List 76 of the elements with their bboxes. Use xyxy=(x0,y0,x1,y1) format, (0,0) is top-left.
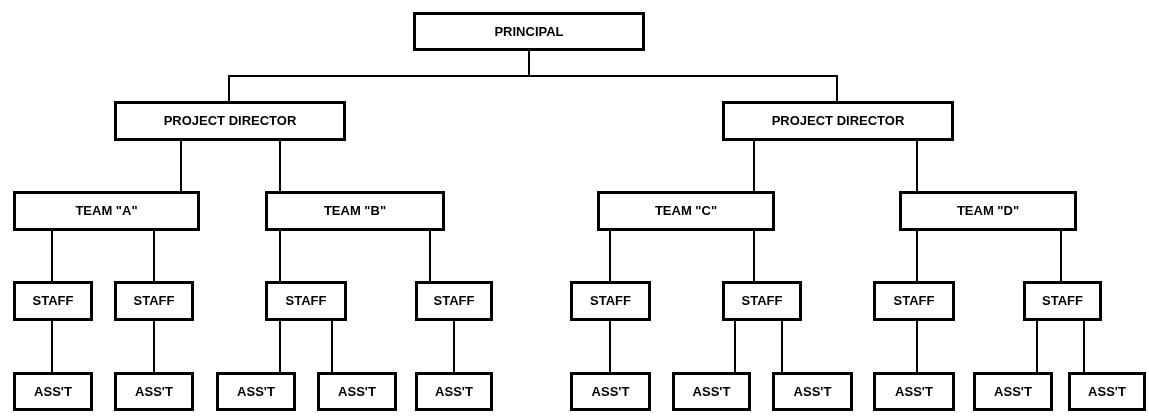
org-box xyxy=(672,372,751,411)
box-label: STAFF xyxy=(590,292,631,311)
connector-line xyxy=(279,320,281,373)
connector-line xyxy=(153,230,155,282)
box-label: STAFF xyxy=(32,292,74,311)
connector-line xyxy=(429,230,431,282)
org-box xyxy=(13,372,93,411)
box-label: ASS'T xyxy=(1088,382,1126,401)
box-label: ASS'T xyxy=(237,382,275,401)
connector-line xyxy=(916,320,918,373)
connector-line xyxy=(781,320,783,373)
connector-line xyxy=(51,230,53,282)
box-label: STAFF xyxy=(893,292,935,311)
connector-line xyxy=(279,140,281,192)
org-box xyxy=(265,191,445,231)
box-label: STAFF xyxy=(433,292,475,311)
connector-line xyxy=(453,320,455,373)
org-box xyxy=(415,372,493,411)
connector-line xyxy=(153,320,155,373)
box-label: ASS'T xyxy=(338,382,376,401)
box-label: TEAM "A" xyxy=(75,202,138,221)
connector-line xyxy=(51,320,53,373)
box-label: PROJECT DIRECTOR xyxy=(163,112,297,131)
box-label: STAFF xyxy=(1042,292,1083,311)
connector-line xyxy=(734,320,736,373)
org-box xyxy=(13,281,93,321)
box-label: STAFF xyxy=(285,292,327,311)
box-label: TEAM "D" xyxy=(956,202,1020,221)
org-box xyxy=(722,281,802,321)
box-label: ASS'T xyxy=(435,382,473,401)
box-label: ASS'T xyxy=(994,382,1032,401)
box-label: PRINCIPAL xyxy=(494,22,564,41)
connector-line xyxy=(1036,320,1038,373)
connector-line xyxy=(180,140,182,192)
box-label: ASS'T xyxy=(34,382,72,401)
connector-line xyxy=(916,230,918,282)
box-label: ASS'T xyxy=(793,382,832,401)
connector-line xyxy=(609,230,611,282)
org-box xyxy=(114,281,194,321)
box-label: STAFF xyxy=(133,292,175,311)
org-box xyxy=(265,281,347,321)
org-box xyxy=(873,372,955,411)
org-box xyxy=(1068,372,1146,411)
box-label: PROJECT DIRECTOR xyxy=(771,112,905,131)
org-box xyxy=(317,372,397,411)
org-box xyxy=(413,12,645,51)
org-box xyxy=(13,191,200,231)
org-box xyxy=(415,281,493,321)
org-box xyxy=(570,281,651,321)
connector-line xyxy=(279,230,281,282)
connector-line xyxy=(753,140,755,192)
box-label: ASS'T xyxy=(591,382,630,401)
org-box xyxy=(597,191,775,231)
connector-line xyxy=(916,140,918,192)
org-box xyxy=(772,372,853,411)
org-box xyxy=(216,372,296,411)
org-box xyxy=(114,101,346,141)
org-box xyxy=(114,372,194,411)
connector-line xyxy=(1060,230,1062,282)
org-box xyxy=(722,101,954,141)
connector-line xyxy=(1083,320,1085,373)
connector-line xyxy=(753,230,755,282)
box-label: ASS'T xyxy=(895,382,933,401)
box-label: ASS'T xyxy=(135,382,173,401)
connector-line xyxy=(609,320,611,373)
org-box xyxy=(973,372,1053,411)
org-box xyxy=(570,372,651,411)
connector-line xyxy=(331,320,333,373)
box-label: TEAM "B" xyxy=(323,202,387,221)
org-box xyxy=(873,281,955,321)
box-label: TEAM "C" xyxy=(654,202,718,221)
box-label: STAFF xyxy=(741,292,783,311)
org-box xyxy=(1023,281,1102,321)
org-box xyxy=(899,191,1077,231)
box-label: ASS'T xyxy=(692,382,731,401)
connector-line xyxy=(528,50,838,102)
